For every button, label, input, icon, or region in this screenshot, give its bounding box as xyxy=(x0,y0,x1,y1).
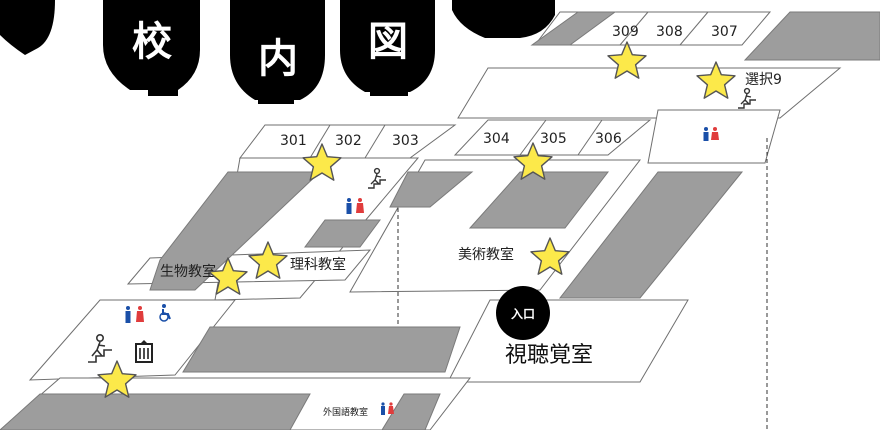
upper-corridor xyxy=(457,67,842,119)
dark-block-bottom xyxy=(182,326,461,373)
stairs-icon xyxy=(88,333,112,363)
star-markers xyxy=(97,41,736,398)
left-wing xyxy=(28,299,237,381)
room-302: 302 xyxy=(335,133,362,149)
room-303: 303 xyxy=(392,133,419,149)
dark-block-small xyxy=(304,219,381,248)
title-badge-left-edge xyxy=(0,0,55,55)
elevator-icon xyxy=(135,340,153,363)
restroom-icon xyxy=(703,127,719,141)
dark-block-center xyxy=(468,171,610,229)
star-icon xyxy=(248,241,288,279)
restroom-icon xyxy=(346,198,364,214)
star-icon xyxy=(696,61,736,99)
room-dividers xyxy=(309,11,709,159)
elective-room-label: 選択9 xyxy=(745,72,782,88)
star-icon xyxy=(97,360,137,398)
audiovisual-room-label: 視聴覚室 xyxy=(505,343,593,368)
foreign-language-room-label: 外国語教室 xyxy=(323,406,368,418)
room-305: 305 xyxy=(540,131,567,147)
dark-block-top-right xyxy=(743,11,880,61)
dark-block-left xyxy=(149,171,322,291)
science-room-label: 理科教室 xyxy=(290,256,346,273)
dark-block-bottom-left xyxy=(0,393,311,430)
title-char-1: 校 xyxy=(132,18,172,65)
room-301: 301 xyxy=(280,133,307,149)
star-icon xyxy=(208,257,248,295)
title-char-2: 内 xyxy=(258,35,298,82)
biology-room-label: 生物教室 xyxy=(160,263,216,280)
audiovisual-room xyxy=(447,299,689,383)
restroom-icon xyxy=(125,306,144,323)
star-icon xyxy=(607,41,647,79)
room-row-304-306 xyxy=(453,119,652,156)
title-badge-2 xyxy=(230,0,325,100)
title-char-3: 図 xyxy=(368,18,408,65)
star-icon xyxy=(530,237,570,275)
star-icon xyxy=(513,142,553,180)
room-309: 309 xyxy=(612,24,639,40)
title-badge-right xyxy=(452,0,555,38)
room-308: 308 xyxy=(656,24,683,40)
title-badge-3 xyxy=(340,0,435,92)
room-307: 307 xyxy=(711,24,738,40)
title: 校 内 図 xyxy=(0,0,555,104)
stairs-icon xyxy=(368,167,386,189)
dark-block-stairs xyxy=(389,171,474,208)
room-306: 306 xyxy=(595,131,622,147)
entrance-label: 入口 xyxy=(511,307,535,321)
restroom-icon xyxy=(381,402,394,415)
dark-block-top-left xyxy=(530,11,617,46)
dark-block-bottom-mid xyxy=(381,393,441,430)
dark-areas xyxy=(0,11,880,430)
accessible-restroom-icon xyxy=(159,304,171,322)
dark-block-right xyxy=(558,171,744,299)
room-304: 304 xyxy=(483,131,510,147)
stairs-icon xyxy=(738,87,756,109)
art-room-label: 美術教室 xyxy=(458,246,514,263)
title-badge-1 xyxy=(103,0,200,90)
entrance-marker: 入口 xyxy=(496,286,550,340)
star-icon xyxy=(302,143,342,181)
